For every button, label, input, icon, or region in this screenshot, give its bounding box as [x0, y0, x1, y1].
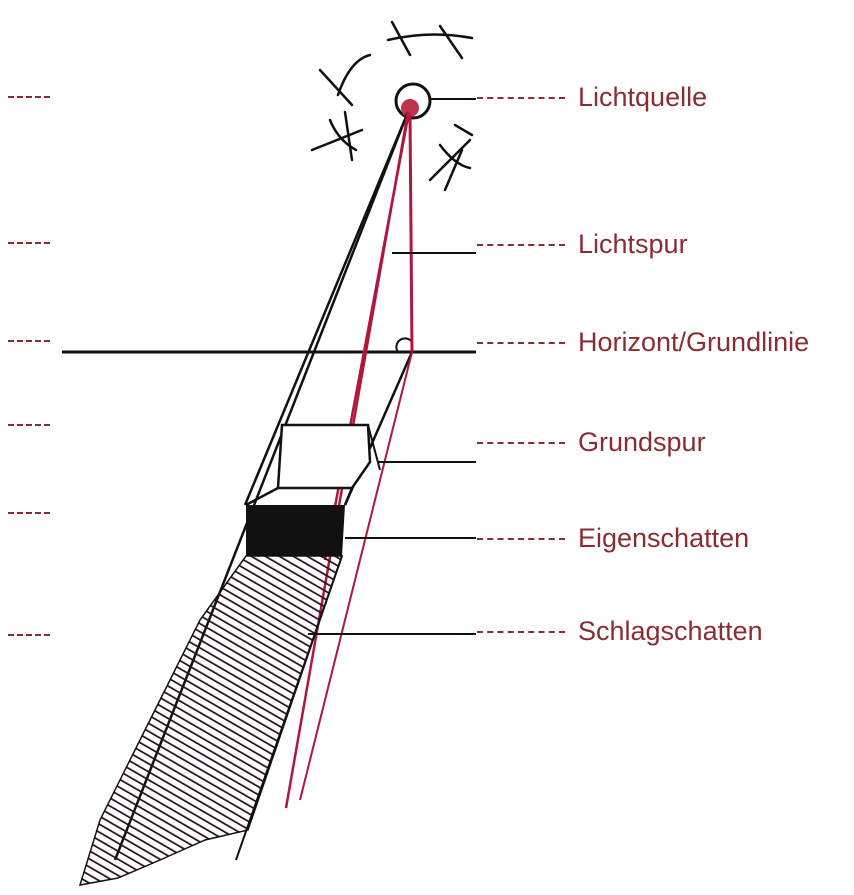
- leader-dash-cast-shadow: [477, 631, 565, 633]
- leader-dash-ground-trace: [477, 442, 565, 444]
- leader-dash-horizon: [477, 342, 565, 344]
- left-dash-1: [8, 96, 50, 98]
- left-dash-2: [8, 242, 50, 244]
- leader-dash-own-shadow: [477, 538, 565, 540]
- sun-core: [401, 99, 419, 117]
- leader-dash-light-source: [477, 97, 565, 99]
- label-horizon: Horizont/Grundlinie: [578, 329, 809, 356]
- left-dash-5: [8, 512, 50, 514]
- label-cast-shadow: Schlagschatten: [578, 618, 763, 645]
- sun-rays: [312, 22, 472, 190]
- left-dash-6: [8, 634, 50, 636]
- object-top-face: [278, 425, 370, 488]
- light-trace-line: [410, 115, 412, 352]
- left-dash-4: [8, 424, 50, 426]
- leader-dash-light-trace: [477, 244, 565, 246]
- label-own-shadow: Eigenschatten: [578, 525, 749, 552]
- light-ray-red-2: [325, 112, 409, 560]
- label-ground-trace: Grundspur: [578, 429, 706, 456]
- own-shadow-face: [246, 505, 345, 556]
- right-angle-mark: [396, 338, 412, 352]
- cast-shadow: [80, 556, 342, 885]
- label-light-source: Lichtquelle: [578, 84, 707, 111]
- left-dash-3: [8, 340, 50, 342]
- object-edge-2: [345, 488, 352, 505]
- label-light-trace: Lichtspur: [578, 231, 688, 258]
